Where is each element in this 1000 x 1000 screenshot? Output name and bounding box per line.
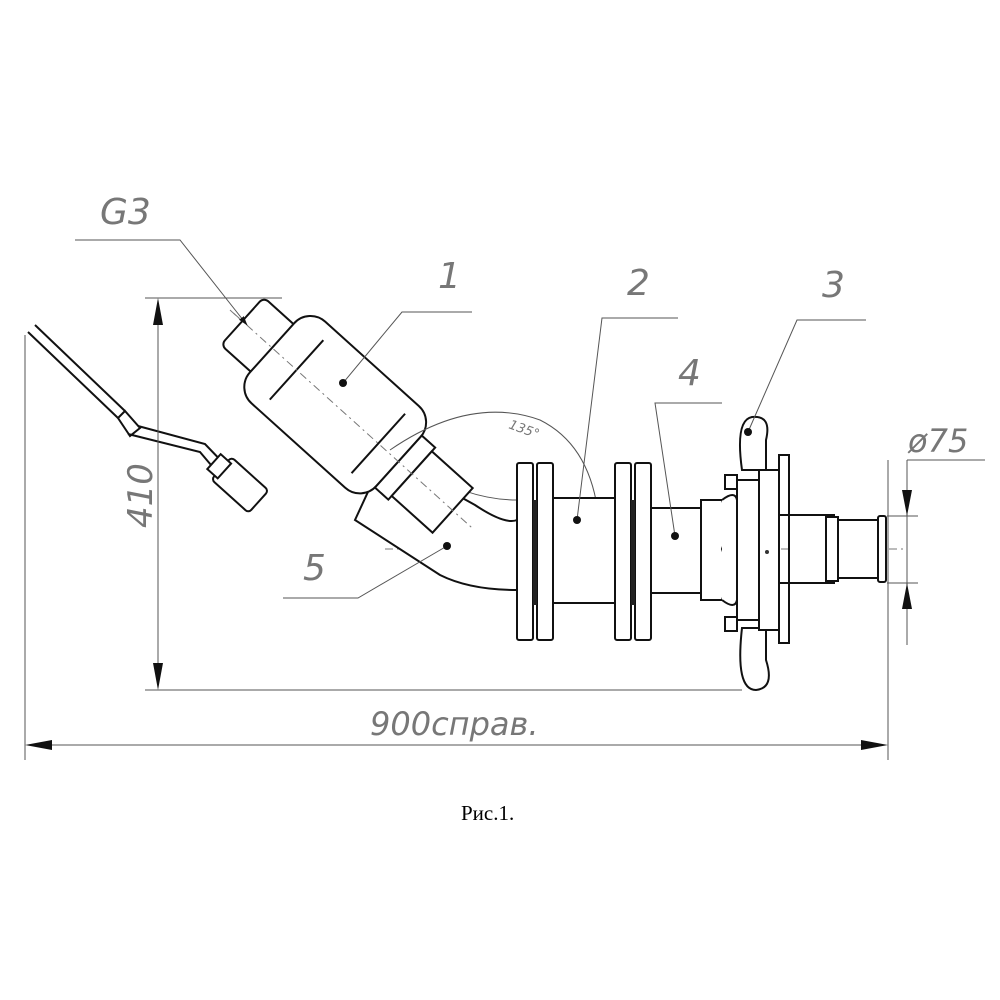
leader-g3: G3	[75, 192, 248, 326]
length-label: 900справ.	[370, 705, 539, 743]
leader-3: 3	[744, 265, 866, 436]
diameter-dimension: ø75	[887, 422, 985, 645]
height-dimension: 410	[121, 297, 742, 691]
valve-handle	[27, 324, 268, 513]
coupling-head	[724, 415, 887, 692]
length-dimension: 900справ.	[24, 335, 889, 760]
height-label: 410	[121, 463, 161, 528]
leader-2: 2	[573, 263, 678, 524]
figure-caption: Рис.1.	[461, 801, 514, 825]
diameter-label: ø75	[907, 422, 968, 460]
leader-4: 4	[654, 353, 722, 540]
part-5-label: 5	[303, 548, 326, 589]
angle-label: 135°	[507, 418, 542, 443]
pipe-assembly	[516, 462, 738, 641]
angle-arc	[389, 411, 601, 546]
part-1-label: 1	[438, 256, 461, 297]
part-2-label: 2	[627, 263, 650, 304]
leader-5: 5	[283, 542, 451, 599]
thread-label: G3	[100, 192, 151, 233]
part-3-label: 3	[822, 265, 845, 306]
part-4-label: 4	[678, 353, 701, 394]
ball-valve	[222, 298, 475, 535]
leader-1: 1	[339, 256, 472, 387]
